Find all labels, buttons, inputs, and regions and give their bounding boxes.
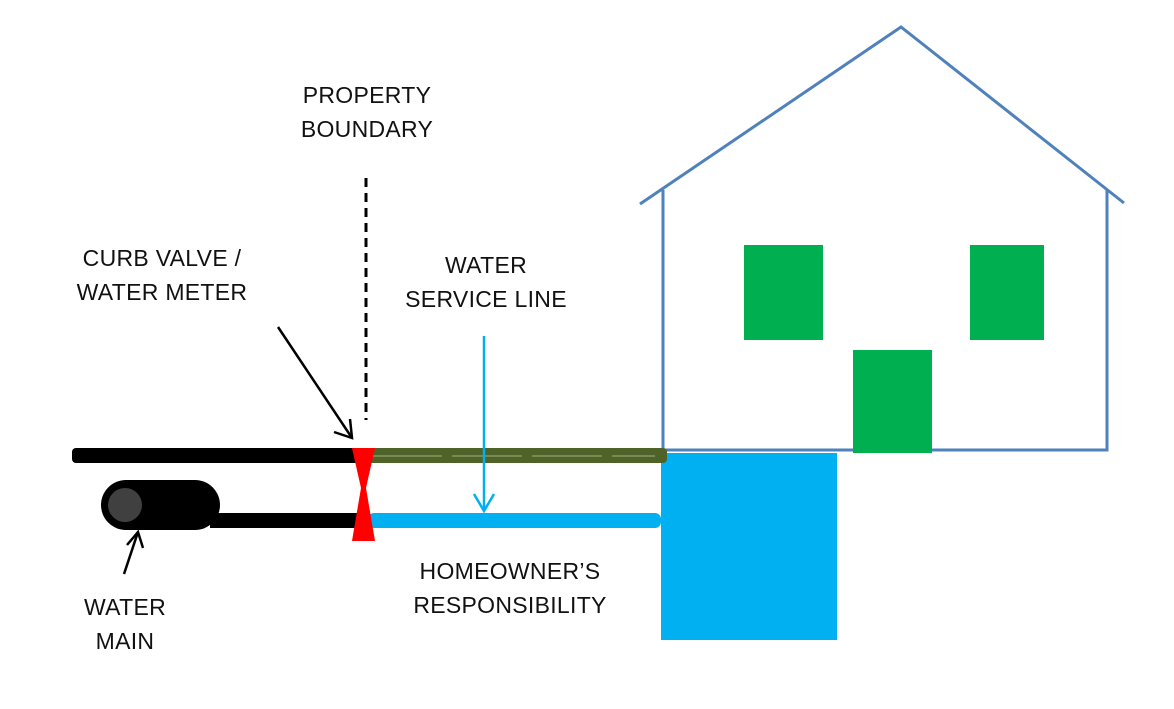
label-water-main: WATER MAIN — [70, 590, 180, 658]
label-line: RESPONSIBILITY — [413, 592, 607, 618]
curb-valve — [352, 448, 375, 541]
house-window-left — [744, 245, 823, 340]
label-line: WATER — [445, 252, 527, 278]
label-homeowner-responsibility: HOMEOWNER’S RESPONSIBILITY — [400, 554, 620, 622]
label-water-service-line: WATER SERVICE LINE — [396, 248, 576, 316]
house-roof — [639, 25, 1125, 206]
service-line-lower — [368, 513, 661, 528]
label-property-boundary: PROPERTY BOUNDARY — [282, 78, 452, 146]
label-curb-valve: CURB VALVE / WATER METER — [62, 241, 262, 309]
label-line: HOMEOWNER’S — [419, 558, 601, 584]
house — [639, 25, 1125, 453]
main-connection-pipe — [210, 513, 365, 528]
label-line: PROPERTY — [302, 82, 432, 108]
house-window-right — [970, 245, 1044, 340]
water-main-arrow — [122, 529, 145, 575]
city-pipe-upper — [72, 448, 362, 463]
house-door — [853, 350, 932, 453]
water-main-cap — [108, 488, 142, 522]
basement — [661, 453, 837, 640]
label-line: WATER METER — [76, 279, 248, 305]
label-line: CURB VALVE / — [82, 245, 242, 271]
label-line: BOUNDARY — [300, 116, 434, 142]
service-line-arrow — [472, 336, 496, 514]
label-line: MAIN — [95, 628, 155, 654]
curb-valve-arrow — [276, 326, 354, 440]
label-line: SERVICE LINE — [405, 286, 567, 312]
label-line: WATER — [84, 594, 166, 620]
